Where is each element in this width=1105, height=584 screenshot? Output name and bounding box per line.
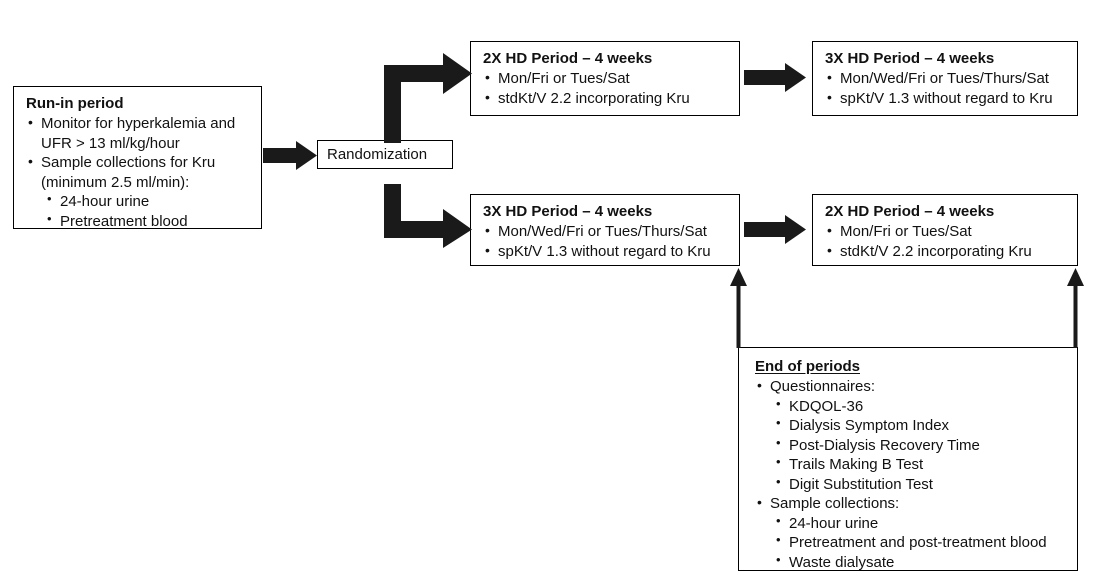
box-end-of-periods-title: End of periods — [755, 358, 860, 375]
period2-arm-b-list: Mon/Fri or Tues/Sat stdKt/V 2.2 incorpor… — [825, 221, 1067, 262]
list-item: Sample collections: — [755, 493, 1067, 514]
list-item: KDQOL-36 — [755, 396, 1067, 417]
list-item: Questionnaires: — [755, 376, 1067, 397]
period1-arm-a-list: Mon/Fri or Tues/Sat stdKt/V 2.2 incorpor… — [483, 68, 729, 109]
arrow-elbow-up-right-icon-to-period1-arm-a — [384, 53, 472, 143]
list-item: Digit Substitution Test — [755, 474, 1067, 495]
list-item: Mon/Fri or Tues/Sat — [483, 68, 729, 89]
list-item: stdKt/V 2.2 incorporating Kru — [483, 88, 729, 109]
arrow-elbow-down-right-icon-to-period1-arm-b — [384, 184, 472, 248]
arrow-right-icon-period1a-to-period2a — [744, 63, 806, 92]
list-item: Monitor for hyperkalemia and — [26, 113, 251, 134]
box-period2-arm-b: 2X HD Period – 4 weeks Mon/Fri or Tues/S… — [812, 194, 1078, 266]
list-item: Pretreatment and post-treatment blood — [755, 532, 1067, 553]
list-item: Mon/Fri or Tues/Sat — [825, 221, 1067, 242]
box-period2-arm-b-title: 2X HD Period – 4 weeks — [825, 203, 995, 220]
box-period1-arm-b-title: 3X HD Period – 4 weeks — [483, 203, 653, 220]
list-item: Waste dialysate — [755, 552, 1067, 573]
box-run-in-period-title: Run-in period — [26, 95, 124, 112]
box-randomization: Randomization — [317, 140, 453, 169]
box-period1-arm-a: 2X HD Period – 4 weeks Mon/Fri or Tues/S… — [470, 41, 740, 116]
list-item: Mon/Wed/Fri or Tues/Thurs/Sat — [825, 68, 1067, 89]
box-randomization-label: Randomization — [327, 146, 428, 163]
list-item: spKt/V 1.3 without regard to Kru — [483, 241, 729, 262]
list-item: Pretreatment blood — [26, 211, 251, 232]
list-item: Sample collections for Kru — [26, 152, 251, 173]
run-in-period-sublist: 24-hour urine Pretreatment blood — [26, 191, 251, 232]
list-item: spKt/V 1.3 without regard to Kru — [825, 88, 1067, 109]
list-item: Dialysis Symptom Index — [755, 415, 1067, 436]
period2-arm-a-list: Mon/Wed/Fri or Tues/Thurs/Sat spKt/V 1.3… — [825, 68, 1067, 109]
box-period1-arm-b: 3X HD Period – 4 weeks Mon/Wed/Fri or Tu… — [470, 194, 740, 266]
arrow-right-icon-runin-to-randomization — [263, 141, 317, 170]
box-end-of-periods: End of periods Questionnaires: KDQOL-36 … — [738, 347, 1078, 571]
box-period2-arm-a-title: 3X HD Period – 4 weeks — [825, 50, 995, 67]
list-item: stdKt/V 2.2 incorporating Kru — [825, 241, 1067, 262]
list-item: Trails Making B Test — [755, 454, 1067, 475]
end-of-periods-samples-list: 24-hour urine Pretreatment and post-trea… — [755, 513, 1067, 573]
end-of-periods-samples-group: Sample collections: — [755, 493, 1067, 514]
arrow-right-icon-period1b-to-period2b — [744, 215, 806, 244]
period1-arm-b-list: Mon/Wed/Fri or Tues/Thurs/Sat spKt/V 1.3… — [483, 221, 729, 262]
end-of-periods-questionnaires-group: Questionnaires: — [755, 376, 1067, 397]
box-period2-arm-a: 3X HD Period – 4 weeks Mon/Wed/Fri or Tu… — [812, 41, 1078, 116]
list-item: 24-hour urine — [755, 513, 1067, 534]
end-of-periods-questionnaires-list: KDQOL-36 Dialysis Symptom Index Post-Dia… — [755, 396, 1067, 495]
box-run-in-period: Run-in period Monitor for hyperkalemia a… — [13, 86, 262, 232]
list-item: Post-Dialysis Recovery Time — [755, 435, 1067, 456]
box-period1-arm-a-title: 2X HD Period – 4 weeks — [483, 50, 653, 67]
list-item-continuation: (minimum 2.5 ml/min): — [41, 173, 190, 191]
arrow-up-icon-endperiods-to-period2-arm-b — [1067, 268, 1084, 348]
list-item: Mon/Wed/Fri or Tues/Thurs/Sat — [483, 221, 729, 242]
run-in-period-list: Monitor for hyperkalemia and UFR > 13 ml… — [26, 113, 251, 192]
list-item: 24-hour urine — [26, 191, 251, 212]
arrow-up-icon-endperiods-to-period1-arm-b — [730, 268, 747, 348]
list-item-continuation: UFR > 13 ml/kg/hour — [41, 134, 180, 152]
